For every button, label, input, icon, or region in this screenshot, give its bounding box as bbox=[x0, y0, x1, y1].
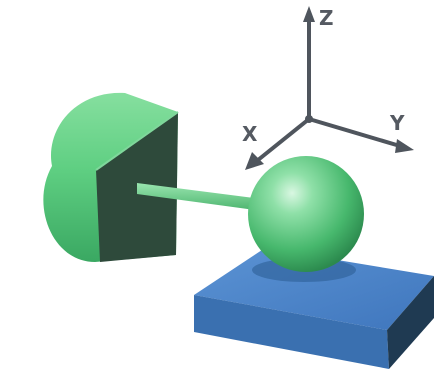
sphere bbox=[248, 156, 364, 272]
y-axis-arrowhead bbox=[395, 139, 414, 153]
z-axis-arrowhead bbox=[303, 6, 315, 22]
z-axis-label: Z bbox=[319, 8, 334, 28]
axes-origin bbox=[305, 115, 313, 123]
x-axis-line bbox=[258, 119, 309, 160]
cylinder bbox=[43, 93, 178, 262]
coordinate-axes bbox=[245, 6, 414, 170]
x-axis-arrowhead bbox=[245, 152, 264, 170]
y-axis-line bbox=[309, 119, 400, 146]
y-axis-label: Y bbox=[390, 113, 404, 133]
x-axis-label: X bbox=[242, 124, 257, 144]
